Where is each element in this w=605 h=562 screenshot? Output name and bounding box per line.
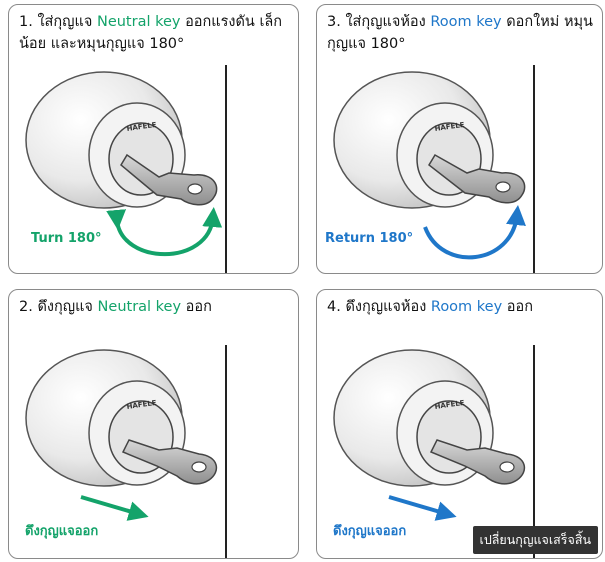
step-4-caption: ดึงกุญแจออก [333,520,406,541]
step-4-panel: 4. ดึงกุญแจห้อง Room key ออก HAFELE ดึงก… [316,289,603,559]
straight-arrow-icon [389,497,447,514]
step-1-caption: Turn 180° [31,231,102,246]
curved-arrow-icon [425,215,517,257]
lock-cylinder-icon: HAFELE [9,290,299,559]
step-2-panel: 2. ดึงกุญแจ Neutral key ออก HAFELE ดึงกุ… [8,289,299,559]
lock-cylinder-icon: HAFELE [317,290,603,559]
completion-badge: เปลี่ยนกุญแจเสร็จสิ้น [473,526,598,554]
step-3-panel: 3. ใส่กุญแจห้อง Room key ดอกใหม่ หมุนกุญ… [316,4,603,274]
straight-arrow-icon [81,497,139,514]
step-3-caption: Return 180° [325,231,413,246]
curved-arrow-icon [117,217,213,254]
step-2-caption: ดึงกุญแจออก [25,520,98,541]
step-1-panel: 1. ใส่กุญแจ Neutral key ออกแรงดัน เล็กน้… [8,4,299,274]
